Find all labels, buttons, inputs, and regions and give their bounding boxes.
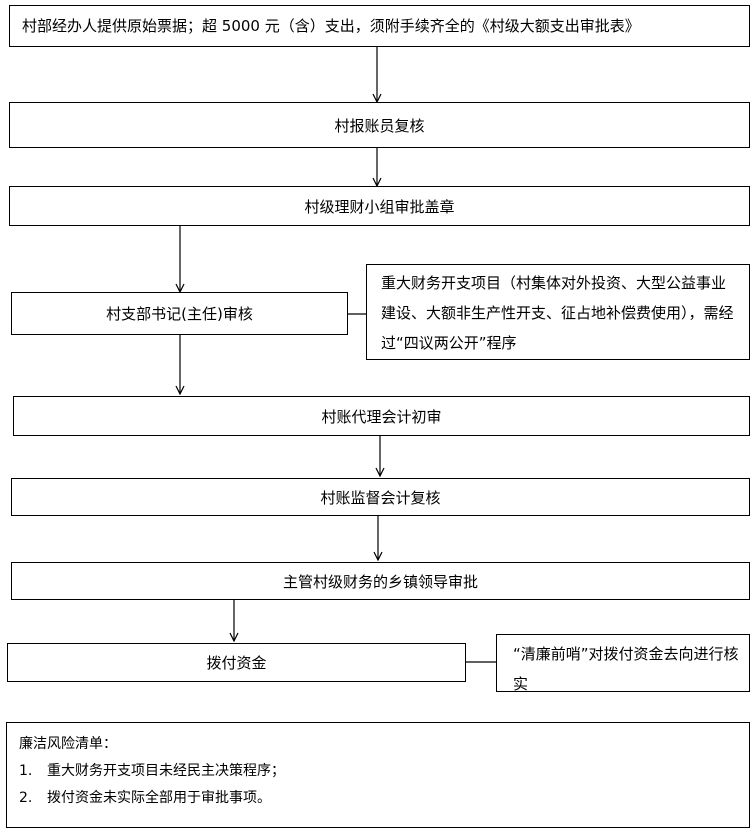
risk-list-title: 廉洁风险清单： (19, 736, 117, 752)
step-finance-group-approval-label: 村级理财小组审批盖章 (304, 197, 455, 216)
risk-item-number: 1. (19, 763, 33, 779)
step-fund-disbursement-label: 拨付资金 (206, 654, 267, 672)
step-supervisor-accountant-review: 村账监督会计复核 (11, 478, 750, 516)
note-major-projects: 重大财务开支项目（村集体对外投资、大型公益事业建设、大额非生产性开支、征占地补偿… (366, 264, 750, 360)
step-bookkeeper-review-label: 村报账员复核 (334, 116, 425, 135)
step-submit-receipts: 村部经办人提供原始票据；超 5000 元（含）支出，须附手续齐全的《村级大额支出… (9, 5, 750, 47)
integrity-risk-list: 廉洁风险清单： 1. 重大财务开支项目未经民主决策程序； 2. 拨付资金未实际全… (6, 722, 750, 828)
risk-item-text: 重大财务开支项目未经民主决策程序； (47, 763, 285, 779)
step-township-approval: 主管村级财务的乡镇领导审批 (11, 562, 750, 600)
step-bookkeeper-review: 村报账员复核 (9, 102, 750, 148)
step-secretary-review: 村支部书记(主任)审核 (11, 292, 348, 335)
step-supervisor-accountant-review-label: 村账监督会计复核 (320, 488, 441, 507)
note-qinglian-verification-text: “清廉前哨”对拨付资金去向进行核实 (513, 645, 739, 692)
step-submit-receipts-label: 村部经办人提供原始票据；超 5000 元（含）支出，须附手续齐全的《村级大额支出… (22, 17, 640, 35)
step-finance-group-approval: 村级理财小组审批盖章 (9, 186, 750, 226)
step-agent-accountant-review-label: 村账代理会计初审 (321, 407, 442, 426)
step-secretary-review-label: 村支部书记(主任)审核 (106, 305, 253, 323)
note-major-projects-text: 重大财务开支项目（村集体对外投资、大型公益事业建设、大额非生产性开支、征占地补偿… (381, 274, 734, 352)
step-township-approval-label: 主管村级财务的乡镇领导审批 (282, 572, 478, 591)
step-agent-accountant-review: 村账代理会计初审 (13, 396, 750, 436)
risk-item-number: 2. (19, 790, 33, 806)
risk-item: 1. 重大财务开支项目未经民主决策程序； (19, 758, 737, 785)
risk-item-text: 拨付资金未实际全部用于审批事项。 (47, 790, 271, 806)
step-fund-disbursement: 拨付资金 (7, 643, 466, 682)
risk-item: 2. 拨付资金未实际全部用于审批事项。 (19, 785, 737, 812)
note-qinglian-verification: “清廉前哨”对拨付资金去向进行核实 (496, 634, 750, 692)
